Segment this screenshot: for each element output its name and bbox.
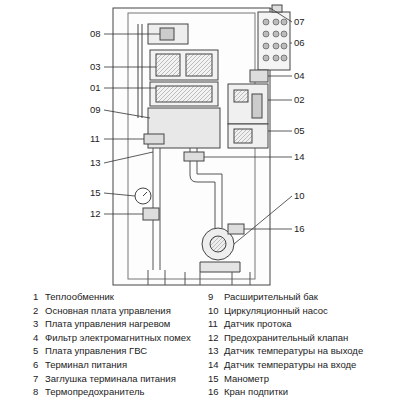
legend-number: 3 (33, 318, 38, 329)
terminal-cap (272, 5, 282, 12)
part-name: Манометр (224, 373, 269, 384)
callout-number: 11 (90, 133, 100, 144)
emi-filter (250, 70, 268, 82)
part-name: Плата управления нагревом (45, 318, 170, 329)
callout-number: 02 (294, 94, 305, 105)
legend-number: 5 (33, 345, 38, 356)
manometer (135, 188, 151, 204)
callout-number: 16 (294, 223, 305, 234)
callout-number: 15 (90, 187, 101, 198)
callout-number: 12 (90, 208, 101, 219)
legend-number: 4 (33, 332, 38, 343)
part-name: Кран подпитки (224, 386, 288, 397)
main-board (228, 84, 268, 124)
part-name: Теплообменник (45, 291, 114, 302)
callout-number: 09 (90, 104, 101, 115)
callout-number: 10 (294, 190, 305, 201)
part-name: Заглушка терминала питания (45, 373, 176, 384)
legend-number: 13 (208, 345, 219, 356)
legend-number: 6 (33, 359, 38, 370)
callout-number: 13 (90, 157, 101, 168)
legend-number: 1 (33, 291, 38, 302)
part-name: Плата управления ГВС (45, 345, 147, 356)
legend-number: 7 (33, 373, 38, 384)
part-name: Датчик температуры на выходе (224, 345, 363, 356)
callout-number: 07 (294, 16, 305, 27)
heating-board (150, 50, 218, 80)
part-name: Расширительный бак (224, 291, 318, 302)
legend-number: 14 (208, 359, 219, 370)
callout-number: 08 (90, 28, 101, 39)
outlet-temp-sensor (184, 152, 204, 161)
callout-number: 03 (90, 61, 101, 72)
power-terminal (258, 12, 290, 70)
legend-number: 16 (208, 386, 219, 397)
part-name: Датчик протока (224, 318, 292, 329)
legend-number: 11 (208, 318, 218, 329)
flow-sensor (144, 134, 164, 144)
legend-number: 15 (208, 373, 219, 384)
legend-number: 12 (208, 332, 219, 343)
callout-number: 14 (294, 151, 305, 162)
part-name: Датчик температуры на входе (224, 359, 356, 370)
legend-number: 8 (33, 386, 38, 397)
part-name: Термопредохранитель (45, 386, 144, 397)
fill-tap (228, 224, 244, 234)
part-name: Основная плата управления (45, 305, 171, 316)
part-name: Циркуляционный насос (224, 305, 328, 316)
part-name: Фильтр электромагнитных помех (45, 332, 191, 343)
callout-number: 05 (294, 125, 305, 136)
legend-number: 9 (208, 291, 213, 302)
leader-lines (104, 8, 292, 244)
housing (113, 8, 270, 285)
safety-valve (143, 208, 159, 220)
legend-number: 2 (33, 305, 38, 316)
callout-number: 04 (294, 70, 305, 81)
dhw-board (228, 124, 268, 148)
part-name: Предохранительный клапан (224, 332, 348, 343)
heat-exchanger (150, 82, 218, 106)
legend-number: 10 (208, 305, 219, 316)
callout-number: 06 (294, 37, 305, 48)
callout-number: 01 (90, 82, 101, 93)
part-name: Терминал питания (45, 359, 127, 370)
